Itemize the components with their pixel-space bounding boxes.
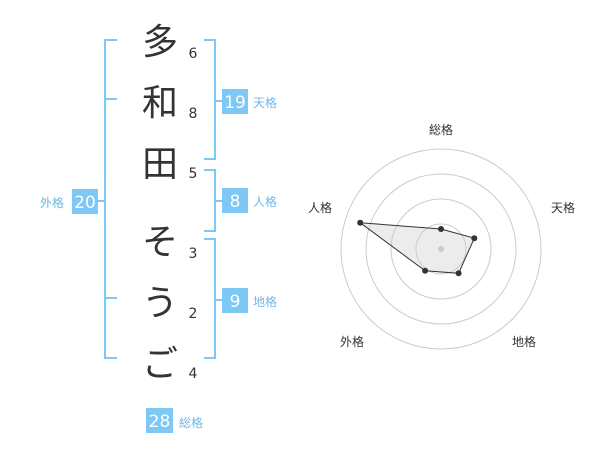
radar-labels: 総格 天格 地格 外格 人格 bbox=[308, 122, 575, 349]
soukaku-value: 28 bbox=[149, 412, 171, 432]
jinkaku-box bbox=[222, 188, 248, 213]
name-char-6: ご bbox=[142, 344, 178, 385]
radar-label-soukaku: 総格 bbox=[429, 122, 453, 137]
radar-center bbox=[438, 246, 444, 252]
radar-point-1 bbox=[438, 226, 444, 232]
stroke-count-5: 2 bbox=[189, 306, 198, 322]
radar-label-jinkaku: 人格 bbox=[308, 200, 332, 215]
brackets bbox=[97, 39, 222, 359]
radar-ring-3 bbox=[365, 173, 517, 325]
gaikaku-value: 20 bbox=[74, 193, 96, 213]
radar-ring-4 bbox=[340, 148, 542, 350]
gaikaku-box bbox=[72, 189, 98, 214]
soukaku-label: 総格 bbox=[179, 415, 203, 430]
name-char-1: 多 bbox=[142, 22, 178, 63]
score-gaikaku: 外格 20 bbox=[40, 189, 98, 214]
chikaku-bracket bbox=[204, 238, 216, 359]
radar-point-5 bbox=[357, 219, 364, 226]
chikaku-label: 地格 bbox=[253, 294, 277, 309]
score-soukaku: 28 総格 bbox=[146, 408, 203, 433]
gaikaku-label: 外格 bbox=[40, 195, 64, 210]
radar-ring-2 bbox=[390, 198, 492, 300]
stroke-count-4: 3 bbox=[189, 246, 198, 262]
stroke-count-6: 4 bbox=[189, 366, 198, 382]
radar-ring-1 bbox=[415, 223, 467, 275]
jinkaku-value: 8 bbox=[230, 192, 241, 212]
tenkaku-label: 天格 bbox=[253, 95, 277, 110]
name-char-2: 和 bbox=[142, 83, 178, 124]
radar-label-tenkaku: 天格 bbox=[551, 200, 575, 215]
radar-shape bbox=[358, 222, 475, 274]
name-char-4: そ bbox=[142, 222, 178, 263]
score-chikaku: 9 地格 bbox=[222, 288, 277, 313]
radar-points bbox=[357, 219, 478, 277]
chikaku-box bbox=[222, 288, 248, 313]
radar-label-gaikaku: 外格 bbox=[340, 334, 364, 349]
gaikaku-bracket bbox=[104, 39, 117, 359]
tenkaku-box bbox=[222, 89, 248, 114]
jinkaku-bracket bbox=[204, 169, 216, 232]
radar-label-chikaku: 地格 bbox=[512, 334, 536, 349]
jinkaku-label: 人格 bbox=[253, 194, 277, 209]
name-characters: 多 和 田 そ う ご bbox=[142, 22, 178, 385]
radar-rings bbox=[340, 148, 542, 350]
radar-point-4 bbox=[422, 267, 429, 274]
tenkaku-value: 19 bbox=[224, 93, 246, 113]
name-char-3: 田 bbox=[142, 144, 178, 185]
radar-chart: 総格 天格 地格 外格 人格 bbox=[308, 122, 575, 350]
chikaku-value: 9 bbox=[230, 292, 241, 312]
stroke-count-2: 8 bbox=[189, 106, 198, 122]
name-char-5: う bbox=[142, 283, 178, 324]
stroke-counts: 6 8 5 3 2 4 bbox=[189, 46, 198, 382]
stroke-count-3: 5 bbox=[189, 166, 198, 182]
stroke-count-1: 6 bbox=[189, 46, 198, 62]
soukaku-box bbox=[146, 408, 173, 433]
radar-point-3 bbox=[455, 270, 462, 277]
score-jinkaku: 8 人格 bbox=[222, 188, 277, 213]
score-tenkaku: 19 天格 bbox=[222, 89, 277, 114]
tenkaku-bracket bbox=[204, 39, 216, 160]
radar-point-2 bbox=[471, 235, 478, 242]
